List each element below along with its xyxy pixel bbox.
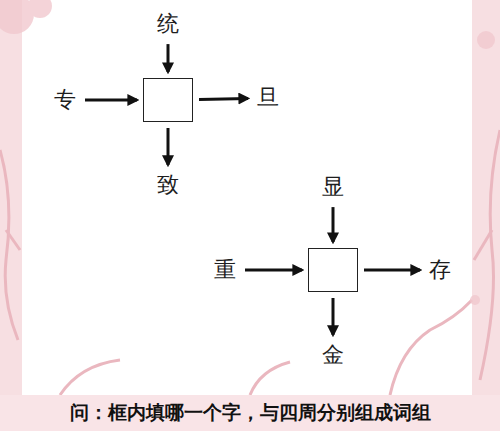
character-node: 专 — [51, 86, 79, 114]
branch-decoration — [0, 130, 500, 395]
character-node: 统 — [154, 10, 182, 38]
arrow-connector — [167, 44, 170, 72]
character-node: 金 — [319, 341, 347, 369]
character-node: 旦 — [254, 84, 282, 112]
petal-decoration — [0, 0, 495, 305]
question-caption: 问：框内填哪一个字，与四周分别组成词组 — [70, 400, 431, 426]
arrow-connector — [199, 97, 248, 101]
character-text: 重 — [211, 256, 239, 284]
arrow-connector — [332, 298, 335, 335]
arrow-connector — [332, 207, 335, 242]
character-text: 旦 — [254, 84, 282, 112]
character-node: 致 — [154, 171, 182, 199]
character-text: 统 — [154, 10, 182, 38]
character-node: 存 — [426, 256, 454, 284]
arrow-connector — [167, 128, 170, 165]
white-panel — [22, 0, 472, 395]
character-node: 显 — [319, 173, 347, 201]
arrow-connector — [364, 269, 420, 272]
character-text: 专 — [51, 86, 79, 114]
character-text: 致 — [154, 171, 182, 199]
character-text: 存 — [426, 256, 454, 284]
character-text: 显 — [319, 173, 347, 201]
character-text: 金 — [319, 341, 347, 369]
blank-box — [143, 78, 193, 122]
blank-box — [308, 248, 358, 292]
arrow-connector — [245, 269, 302, 272]
caption-band: 问：框内填哪一个字，与四周分别组成词组 — [0, 395, 500, 431]
character-node: 重 — [211, 256, 239, 284]
arrow-connector — [85, 99, 137, 102]
